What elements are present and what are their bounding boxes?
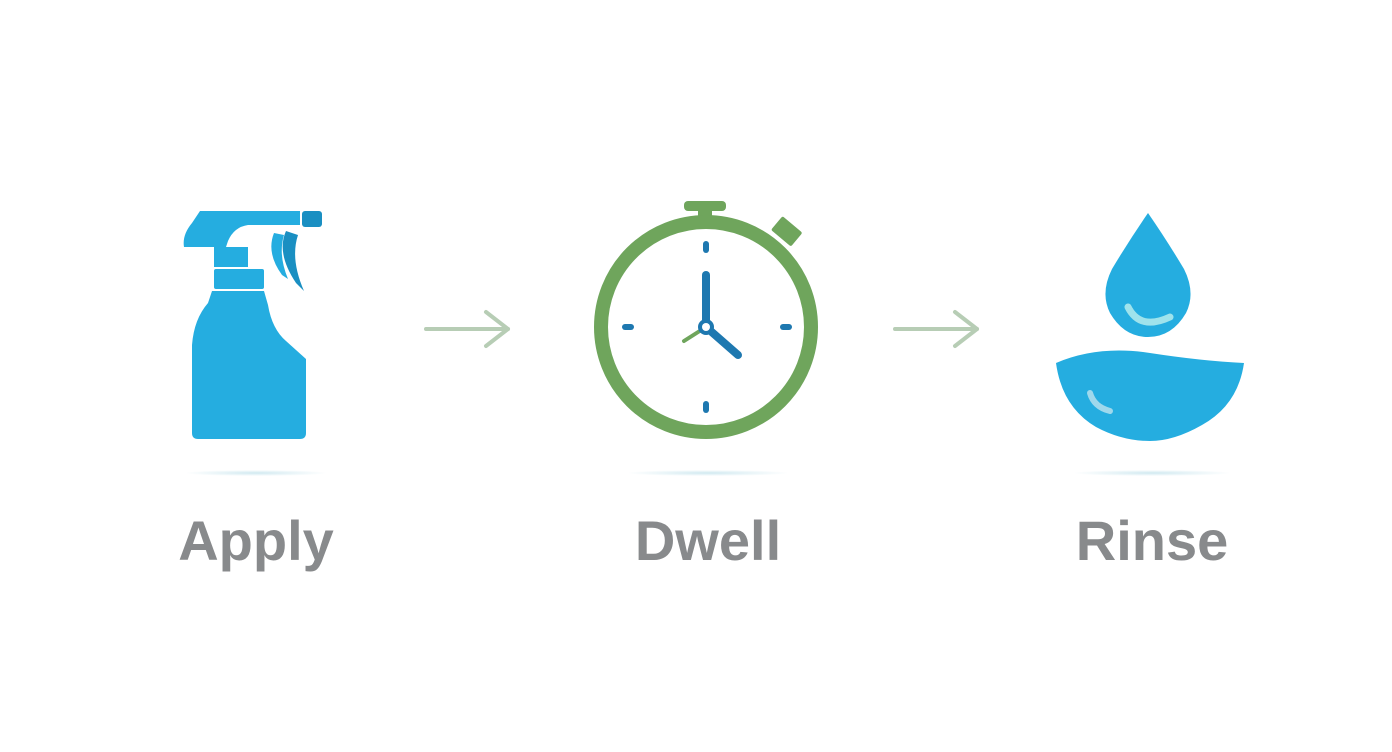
step-dwell: Dwell	[588, 0, 828, 752]
step-rinse: Rinse	[1032, 0, 1272, 752]
water-drop-basin-icon	[1032, 195, 1272, 455]
rinse-shadow	[1074, 470, 1230, 476]
apply-shadow	[186, 470, 326, 476]
step-apply: Apply	[136, 0, 376, 752]
step-label-rinse: Rinse	[1075, 509, 1229, 572]
step-label-dwell: Dwell	[634, 509, 782, 572]
spray-bottle-icon	[136, 195, 376, 455]
dwell-shadow	[628, 470, 788, 476]
arrow-right-icon	[422, 306, 514, 352]
step-label-apply: Apply	[178, 509, 334, 572]
stopwatch-icon	[588, 195, 828, 455]
arrow-right-icon	[891, 306, 983, 352]
